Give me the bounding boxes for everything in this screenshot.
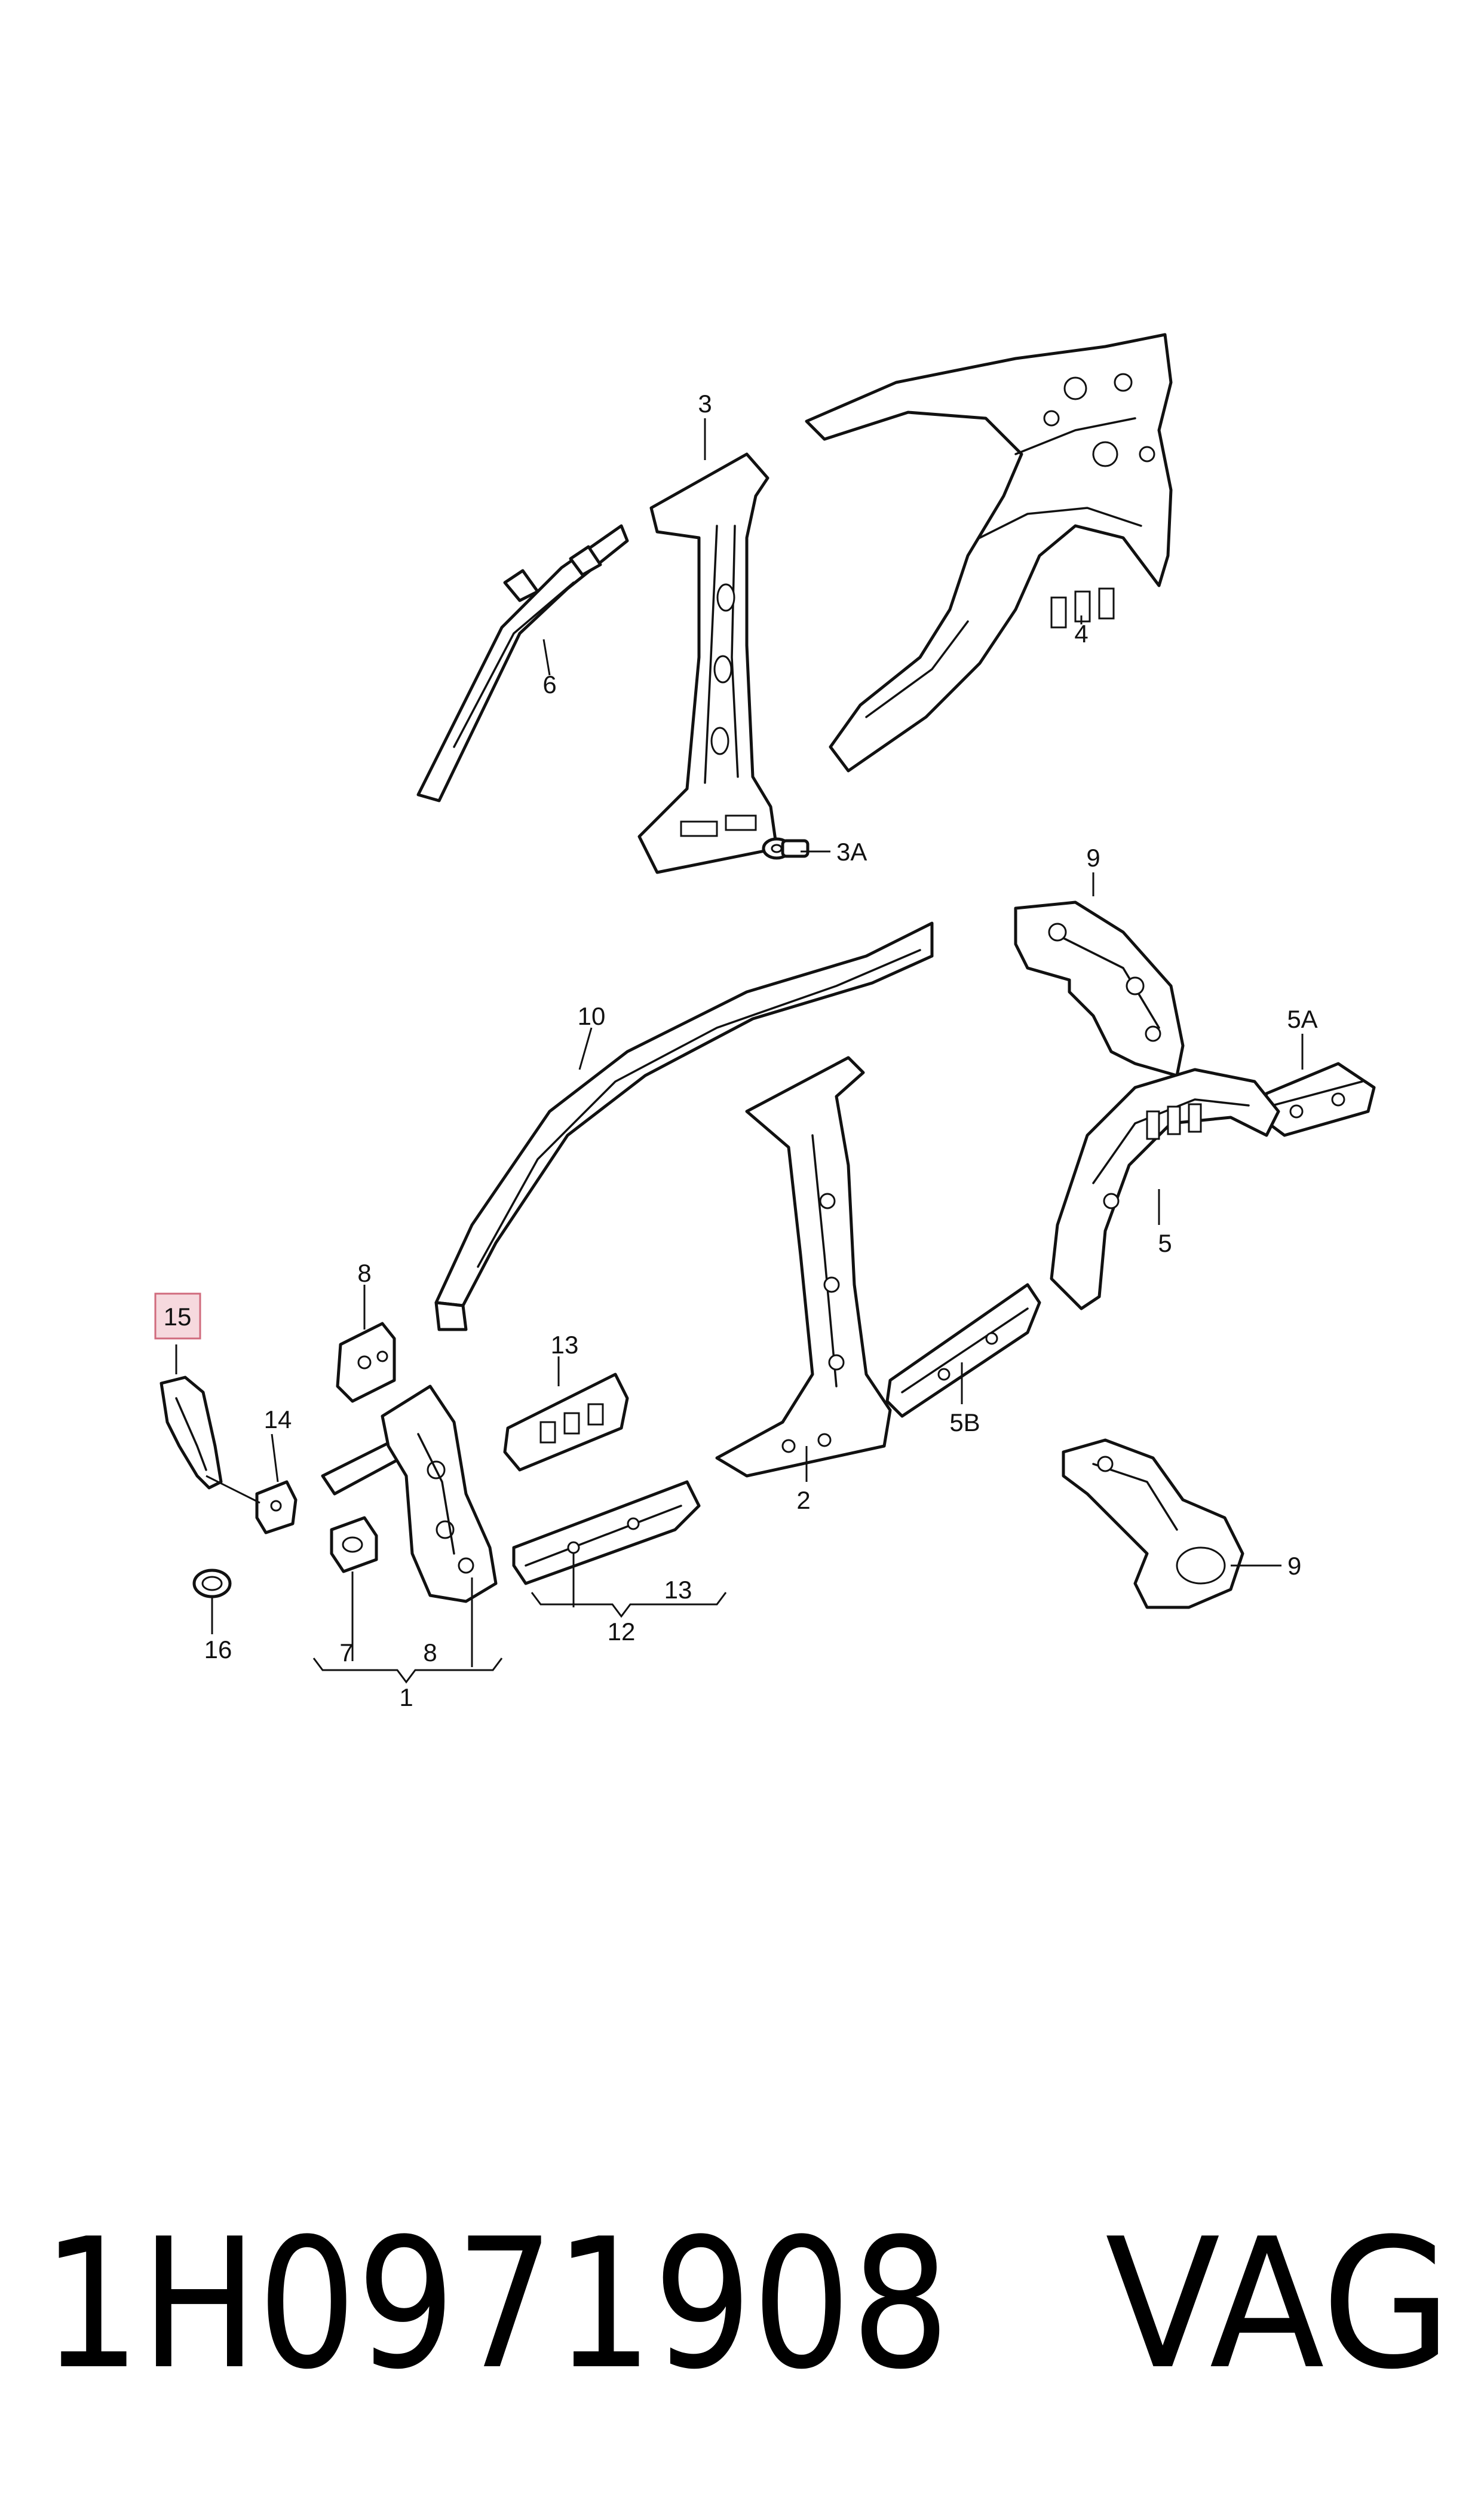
part-14-clip	[255, 1480, 298, 1534]
callout-8-lower: 8	[423, 1638, 437, 1667]
leader-lines	[175, 418, 1304, 1684]
brand-name: VAG	[1105, 2200, 1452, 2409]
callout-3a: 3A	[836, 838, 867, 866]
part-12-sill-panel	[512, 1480, 701, 1585]
callout-5a: 5A	[1287, 1005, 1317, 1033]
callout-4: 4	[1074, 620, 1088, 648]
callout-13-upper: 13	[551, 1331, 579, 1359]
callout-5b: 5B	[949, 1408, 980, 1436]
part-1-a-pillar-lower	[321, 1384, 498, 1603]
part-15-baffle	[160, 1376, 223, 1490]
part-8-upper-bracket	[336, 1322, 396, 1403]
part-3-b-pillar-inner	[637, 452, 778, 874]
callout-12: 12	[608, 1618, 636, 1646]
part-3a-bolt	[762, 837, 810, 860]
callout-5: 5	[1158, 1229, 1172, 1257]
part-9-upper-bracket	[1014, 900, 1185, 1077]
callout-6: 6	[542, 670, 556, 699]
part-6-a-pillar-strip	[416, 524, 629, 802]
part-2-b-pillar-outer	[715, 1056, 892, 1478]
part-16-grommet	[192, 1569, 232, 1598]
part-7-block	[330, 1516, 378, 1573]
part-9-lower-bracket	[1062, 1438, 1244, 1609]
part-number: 1H0971908	[42, 2200, 950, 2409]
callout-16: 16	[204, 1635, 232, 1664]
callout-14: 14	[264, 1405, 292, 1433]
callout-9-upper: 9	[1086, 844, 1100, 872]
callouts: 3 6 4 3A 9 10 5A 5 8 15 13 14 5B 2 9 13 …	[154, 390, 1318, 1711]
callout-1: 1	[399, 1683, 413, 1711]
callout-15: 15	[164, 1303, 192, 1331]
callout-7: 7	[339, 1638, 353, 1667]
footer: 1H0971908 VAG	[42, 2200, 1452, 2409]
part-5b-sill-reinforcement	[885, 1283, 1041, 1418]
part-5a-bracket	[1259, 1062, 1376, 1137]
callout-9-lower: 9	[1287, 1552, 1301, 1580]
part-10-roof-rail	[434, 921, 934, 1331]
part-4-rear-quarter-inner	[805, 333, 1173, 773]
callout-10: 10	[578, 1002, 606, 1030]
highlight-box-15	[154, 1292, 201, 1340]
callout-3: 3	[698, 390, 712, 418]
callout-2: 2	[796, 1486, 810, 1514]
part-13-sill-reinforcement	[503, 1373, 629, 1472]
callout-8-upper: 8	[357, 1259, 371, 1287]
part-5-wheelhouse	[1050, 1068, 1280, 1310]
callout-13-lower: 13	[664, 1576, 692, 1604]
